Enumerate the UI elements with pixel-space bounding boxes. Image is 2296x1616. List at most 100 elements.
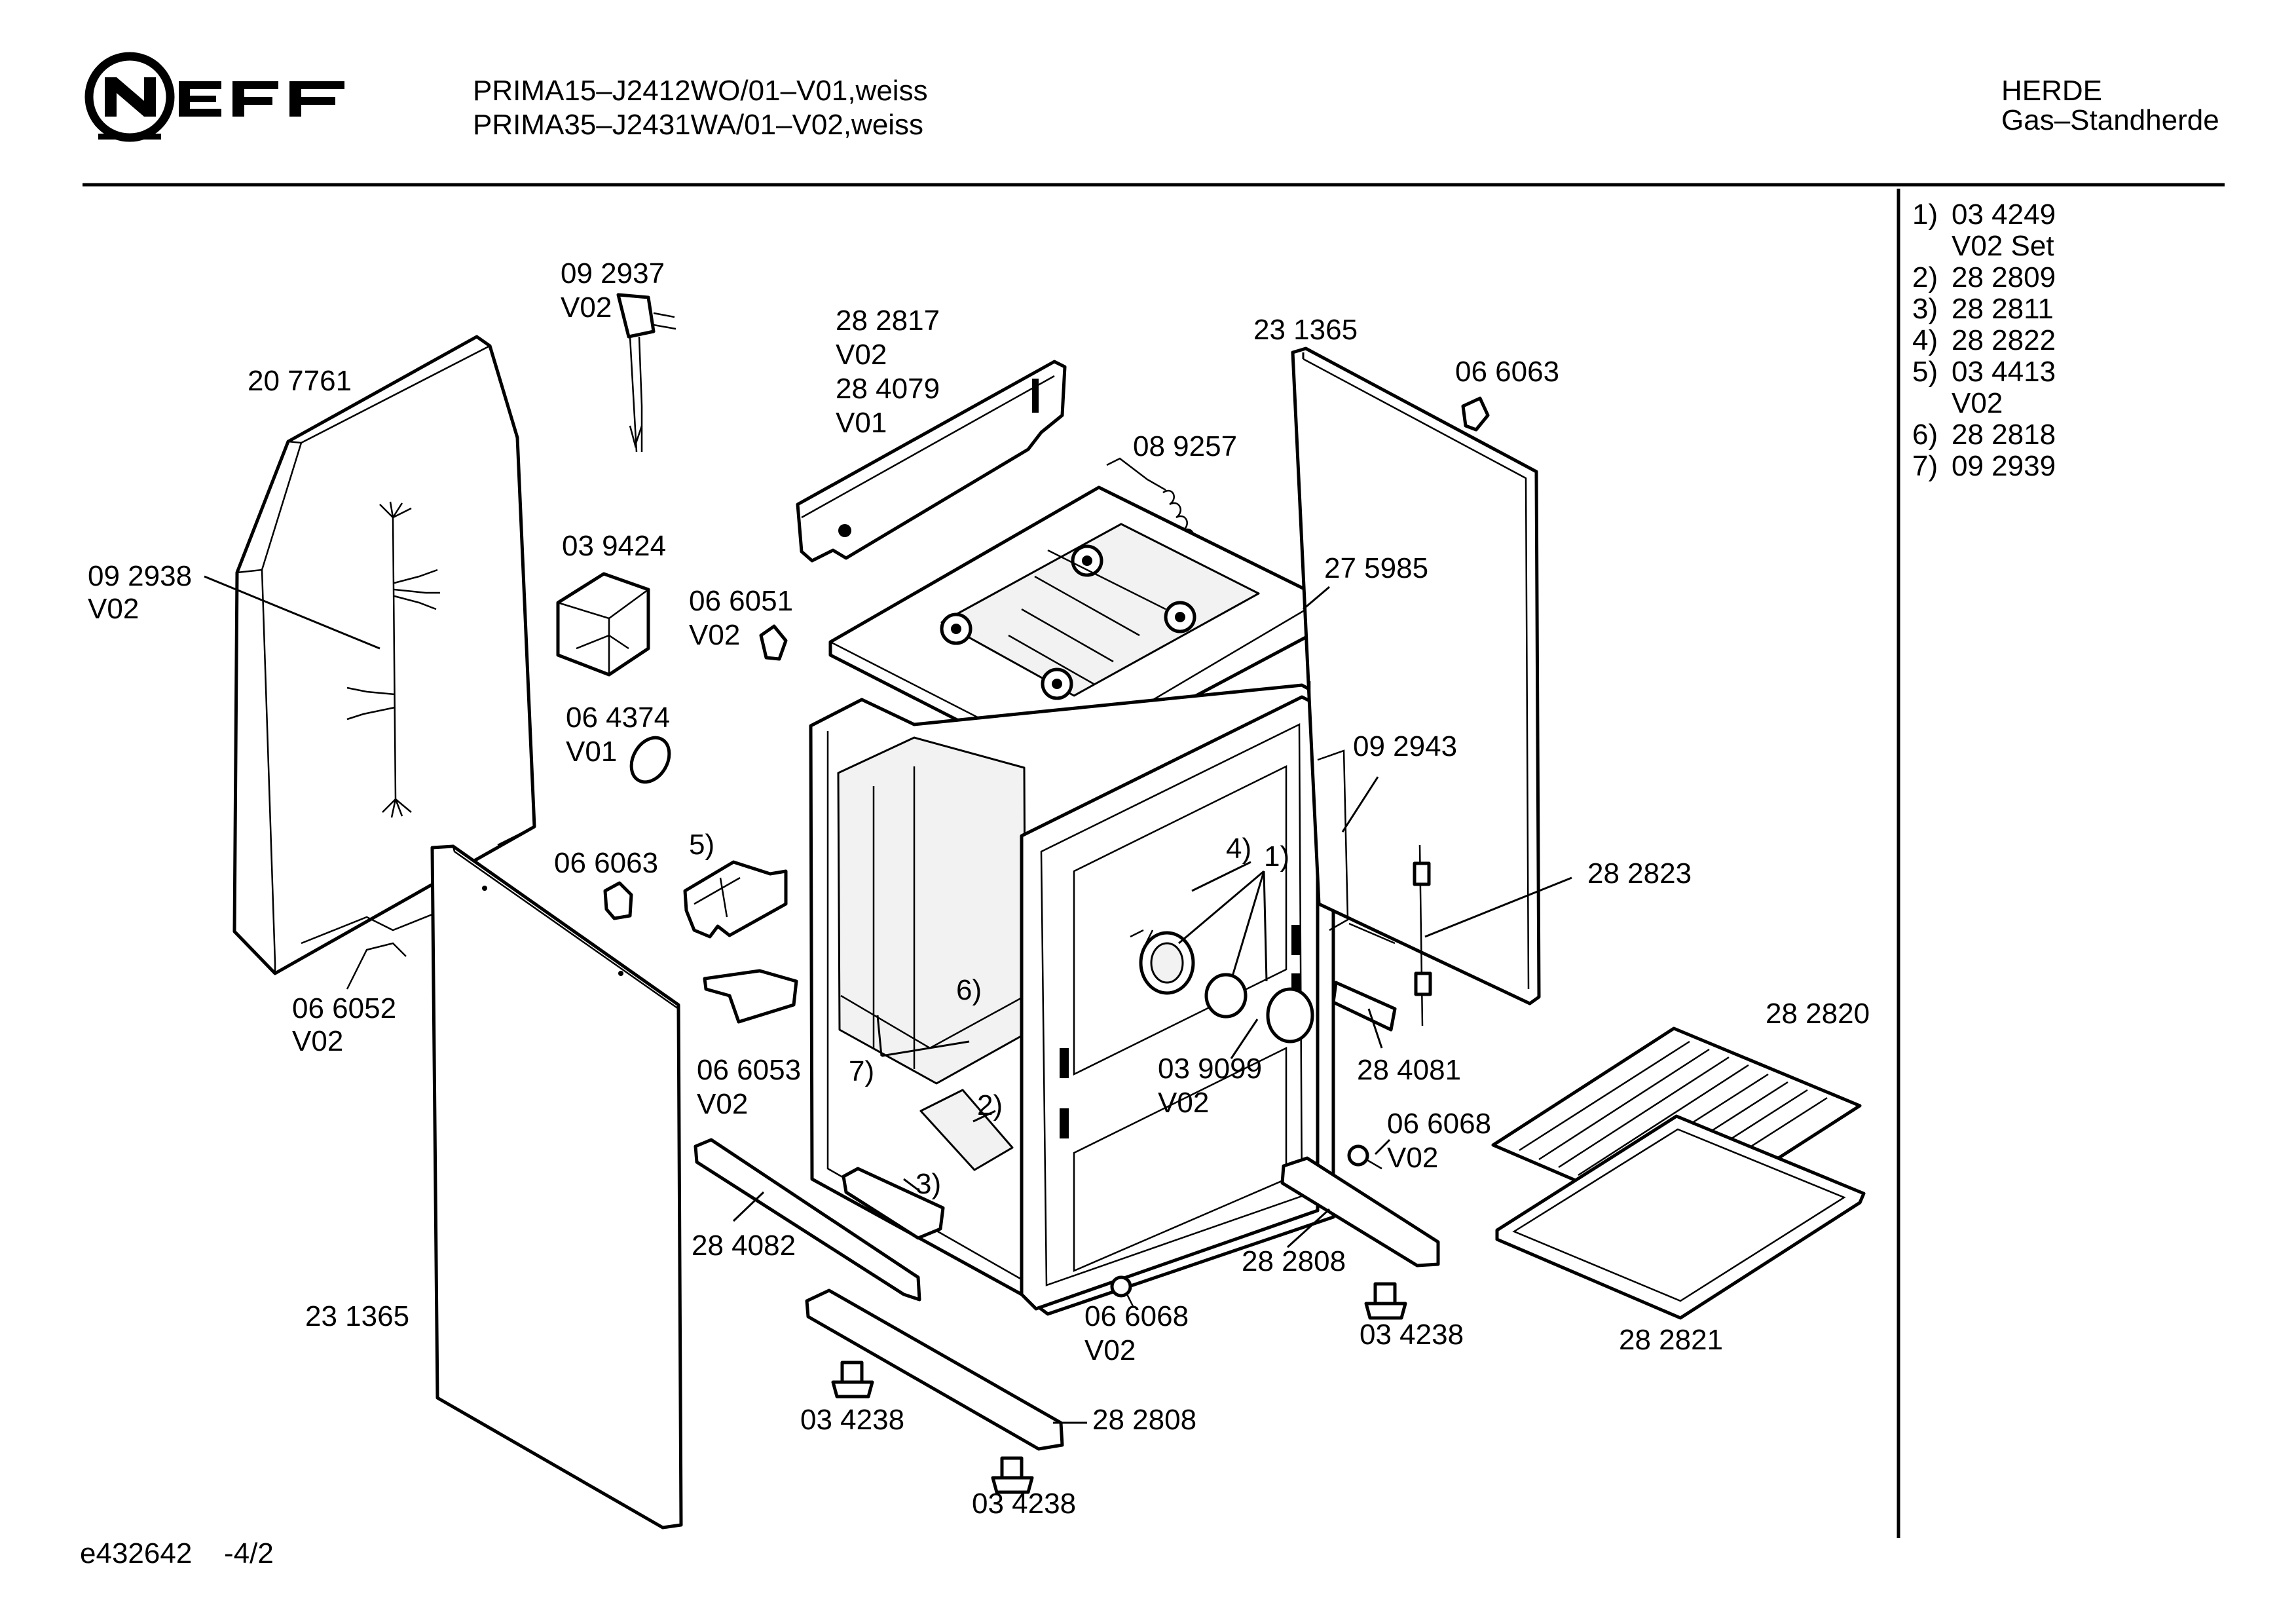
legend-ref-1: 1) bbox=[1912, 198, 1938, 231]
hob-top bbox=[828, 485, 1326, 772]
logo-brand-text: NEFF bbox=[223, 91, 225, 92]
legend-item-4-line-1: 28 2822 bbox=[1952, 324, 2056, 356]
footbar-282808-mid bbox=[1280, 1156, 1440, 1268]
label-066051-line-2: V02 bbox=[689, 619, 740, 651]
foot-034238-bottom bbox=[991, 1456, 1034, 1494]
label-066052-line-1: 06 6052 bbox=[292, 992, 396, 1024]
foot-034238-right bbox=[1364, 1282, 1407, 1320]
label-ref6: 6) bbox=[956, 974, 982, 1006]
clip-066051 bbox=[759, 624, 788, 661]
label-066051-line-1: 06 6051 bbox=[689, 585, 793, 617]
clip-066063-mid bbox=[603, 881, 633, 920]
control-box bbox=[556, 572, 650, 677]
label-092943: 09 2943 bbox=[1353, 730, 1457, 762]
label-231365-top: 23 1365 bbox=[1253, 314, 1358, 346]
label-092937-line-2: V02 bbox=[561, 291, 612, 324]
label-066052-line-2: V02 bbox=[292, 1025, 343, 1057]
logo-foot-left bbox=[98, 134, 118, 140]
legend-item-2-line-1: 28 2809 bbox=[1952, 261, 2056, 293]
category-line-2: Gas–Standherde bbox=[2001, 104, 2219, 136]
part-labels: 09 2937 V02 20 7761 28 2817 V02 28 4079 … bbox=[88, 257, 1870, 1520]
grommet-064374 bbox=[629, 736, 671, 784]
back-strip bbox=[796, 360, 1067, 563]
label-282808-bottom: 28 2808 bbox=[1092, 1404, 1196, 1436]
label-039424: 03 9424 bbox=[562, 530, 666, 562]
label-282823: 28 2823 bbox=[1587, 857, 1692, 890]
label-066063-top: 06 6063 bbox=[1455, 356, 1559, 388]
clip-066063-top bbox=[1461, 396, 1490, 432]
label-282817-line-2: V02 bbox=[836, 339, 887, 371]
wiring-harness bbox=[346, 501, 440, 818]
leader-lines bbox=[204, 352, 1572, 1424]
legend-item-1-line-2: V02 Set bbox=[1952, 230, 2054, 262]
side-panel-right bbox=[1291, 347, 1541, 1005]
legend-ref-5: 5) bbox=[1912, 356, 1938, 388]
footbar-282808-bottom bbox=[805, 1288, 1064, 1451]
bracket-ref5 bbox=[683, 860, 788, 939]
model-line-2: PRIMA35–J2431WA/01–V02,weiss bbox=[473, 109, 923, 141]
logo-f1-glyph bbox=[232, 81, 278, 117]
logo-e-glyph bbox=[179, 81, 221, 117]
tube-092943 bbox=[1317, 749, 1349, 931]
label-066068-right-line-1: 06 6068 bbox=[1387, 1108, 1491, 1140]
label-ref7: 7) bbox=[849, 1055, 874, 1087]
screw-066068-right bbox=[1347, 1144, 1382, 1170]
label-ref4: 4) bbox=[1226, 833, 1251, 865]
category-line-1: HERDE bbox=[2001, 75, 2102, 107]
label-064374-line-2: V01 bbox=[566, 736, 617, 768]
plate-ref3 bbox=[842, 1167, 945, 1240]
screw-066068-bottom bbox=[1110, 1275, 1134, 1307]
label-089257: 08 9257 bbox=[1133, 430, 1237, 462]
logo-n-glyph bbox=[105, 77, 156, 117]
logo-f2-glyph bbox=[289, 81, 344, 117]
label-231365-left: 23 1365 bbox=[305, 1300, 409, 1332]
label-034238-left: 03 4238 bbox=[800, 1404, 904, 1436]
legend-ref-3: 3) bbox=[1912, 293, 1938, 325]
label-066053-line-1: 06 6053 bbox=[697, 1054, 801, 1086]
foot-034238-left bbox=[831, 1361, 874, 1399]
legend-item-6-line-1: 28 2818 bbox=[1952, 419, 2056, 451]
label-034238-bottom: 03 4238 bbox=[972, 1488, 1076, 1520]
label-282808-mid: 28 2808 bbox=[1242, 1245, 1346, 1277]
legend-ref-2: 2) bbox=[1912, 261, 1938, 293]
label-ref5: 5) bbox=[689, 829, 714, 861]
label-282821: 28 2821 bbox=[1619, 1324, 1723, 1356]
legend-item-5-line-1: 03 4413 bbox=[1952, 356, 2056, 388]
footer-doc-id: e432642 bbox=[80, 1537, 192, 1569]
legend-item-5-line-2: V02 bbox=[1952, 387, 2003, 419]
rail-284082 bbox=[694, 1138, 921, 1302]
label-066068-bottom-line-1: 06 6068 bbox=[1084, 1300, 1189, 1332]
label-ref1: 1) bbox=[1264, 840, 1289, 873]
power-cord bbox=[616, 293, 676, 453]
model-line-1: PRIMA15–J2412WO/01–V01,weiss bbox=[473, 75, 928, 107]
legend-item-3-line-1: 28 2811 bbox=[1952, 293, 2054, 325]
label-284082: 28 4082 bbox=[692, 1230, 796, 1262]
label-ref2: 2) bbox=[977, 1089, 1003, 1121]
label-092938-line-1: 09 2938 bbox=[88, 560, 192, 592]
label-282817-line-4: V01 bbox=[836, 407, 887, 439]
shield-284081 bbox=[1331, 981, 1397, 1032]
label-207761: 20 7761 bbox=[248, 365, 352, 397]
bracket-066053 bbox=[703, 969, 798, 1024]
label-282820: 28 2820 bbox=[1766, 998, 1870, 1030]
legend-ref-4: 4) bbox=[1912, 324, 1938, 356]
legend-item-7-line-1: 09 2939 bbox=[1952, 450, 2056, 482]
plate-ref2 bbox=[919, 1089, 1014, 1171]
neff-logo: NEFF bbox=[84, 52, 344, 142]
label-064374-line-1: 06 4374 bbox=[566, 702, 670, 734]
label-275985: 27 5985 bbox=[1324, 552, 1428, 584]
legend-item-1-line-1: 03 4249 bbox=[1952, 198, 2056, 231]
label-092937-line-1: 09 2937 bbox=[561, 257, 665, 290]
legend-ref-6: 6) bbox=[1912, 419, 1938, 451]
label-066068-right-line-2: V02 bbox=[1387, 1142, 1438, 1174]
oven-housing bbox=[809, 683, 1335, 1316]
label-034238-right: 03 4238 bbox=[1360, 1319, 1464, 1351]
label-282817-line-1: 28 2817 bbox=[836, 305, 940, 337]
label-284081: 28 4081 bbox=[1357, 1054, 1461, 1086]
label-066053-line-2: V02 bbox=[697, 1088, 748, 1120]
parts-legend: 1) 03 4249 V02 Set 2) 28 2809 3) 28 2811… bbox=[1912, 198, 2056, 482]
label-039099-line-1: 03 9099 bbox=[1158, 1053, 1262, 1085]
footer-page: -4/2 bbox=[224, 1537, 274, 1569]
front-panel bbox=[430, 844, 683, 1530]
